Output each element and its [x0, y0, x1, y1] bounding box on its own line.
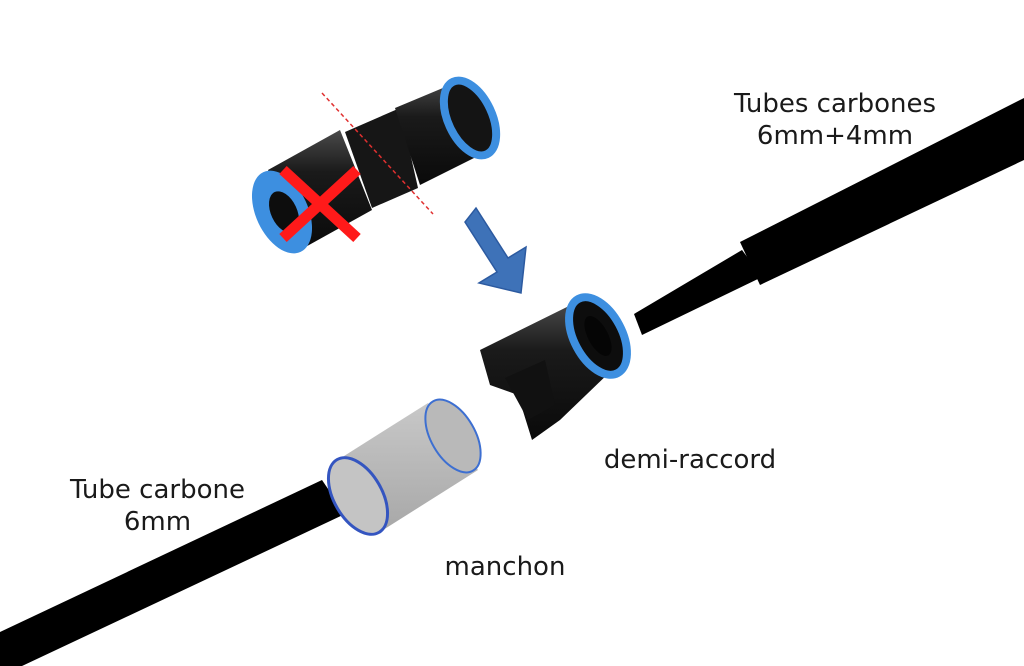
- tube-left-6mm: [0, 480, 345, 666]
- tube-right-6mm-4mm: [634, 98, 1024, 335]
- red-x-icon: [279, 165, 361, 243]
- label-tubes-carbones-line2: 6mm+4mm: [756, 121, 914, 151]
- label-manchon: manchon: [444, 552, 566, 582]
- label-tube-carbone-line2: 6mm: [123, 507, 192, 537]
- full-fitting-discarded: [251, 76, 501, 254]
- half-fitting-demi-raccord: [480, 293, 631, 440]
- label-tubes-carbones: Tubes carbones 6mm+4mm: [720, 88, 950, 152]
- label-tube-carbone: Tube carbone 6mm: [55, 474, 260, 538]
- cut-line: [321, 92, 434, 215]
- label-demi-raccord: demi-raccord: [603, 445, 777, 475]
- label-tubes-carbones-line1: Tubes carbones: [733, 89, 937, 119]
- sleeve-manchon: [326, 398, 482, 536]
- down-right-arrow-icon: [464, 206, 527, 294]
- label-tube-carbone-line1: Tube carbone: [70, 475, 245, 505]
